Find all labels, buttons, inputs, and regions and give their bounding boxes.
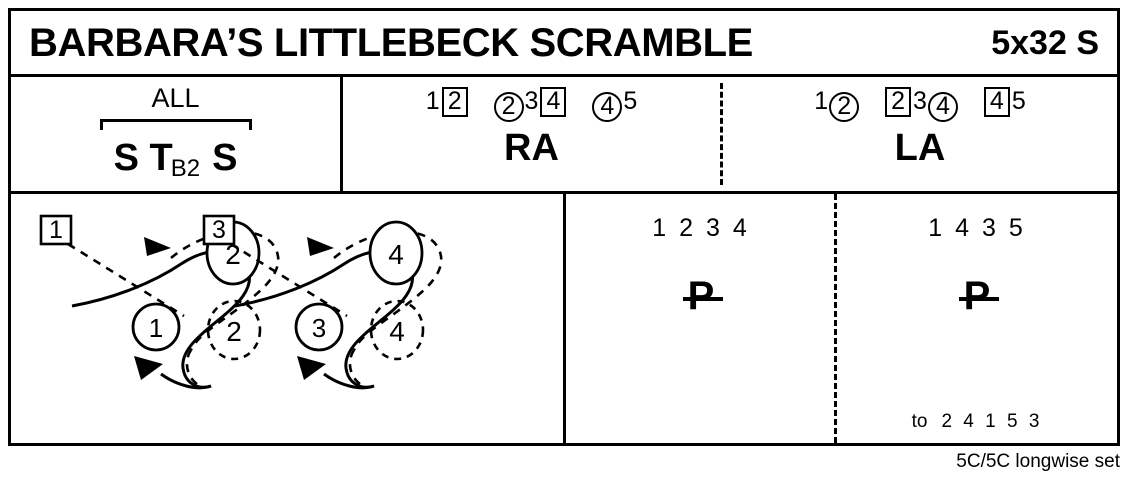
set-type-note: 5C/5C longwise set [956, 451, 1120, 472]
position-token: 3 [913, 87, 927, 115]
bar-cell-poussette-1: 1 2 3 4 P [566, 194, 836, 443]
lady-arrowhead [307, 237, 334, 256]
lady-4-circle-ghost [369, 299, 425, 361]
lady-4-circle-top [368, 220, 424, 286]
lady-arrowhead [144, 237, 171, 256]
bars-row-2: 1 2 1 2 [11, 194, 1117, 443]
man-1-square-label: 1 [49, 216, 63, 244]
position-token-boxed: 4 [983, 87, 1010, 117]
man-path-solid [234, 249, 414, 389]
position-token-circled: 4 [927, 92, 958, 122]
position-token: 5 [1011, 87, 1026, 115]
man-3-square-label: 3 [212, 216, 226, 244]
position-token-boxed: 2 [441, 87, 468, 117]
positions-poussette-1: 1 2 3 4 [652, 214, 750, 242]
final-order-line: to 2 4 1 5 3 [837, 412, 1117, 431]
position-token: 3 [524, 87, 539, 115]
lady-4-circle-ghost-label: 4 [389, 316, 405, 347]
lady-path-dashed [333, 230, 443, 351]
position-token: 1 [425, 87, 440, 115]
to-order: 2 4 1 5 3 [941, 411, 1043, 432]
row1-dashed-divider [720, 83, 723, 185]
page-title: BARBARA’S LITTLEBECK SCRAMBLE [29, 20, 753, 65]
man-1-circle [131, 302, 181, 352]
bar-cell-figures-of-eight: 1 2 1 2 [11, 194, 566, 443]
row2-dashed-divider [834, 194, 837, 443]
man-path-solid [71, 249, 251, 389]
figure-eight-3-4: 3 4 3 4 [202, 214, 443, 390]
lady-2-circle-ghost [206, 299, 262, 361]
bar-cell-poussette-2: 1 4 3 5 P to 2 4 1 5 3 [837, 194, 1117, 443]
man-arrowhead [297, 356, 326, 380]
position-token-circled: 2 [829, 92, 860, 122]
bar-cell-all-set-turn: ALL S TB2 S [11, 77, 343, 191]
all-formula-sub: B2 [170, 155, 201, 182]
lady-2-circle-ghost-label: 2 [226, 316, 242, 347]
all-formula-tail: S [212, 137, 238, 179]
title-bar: BARBARA’S LITTLEBECK SCRAMBLE 5x32 S [11, 11, 1117, 77]
position-token: 1 [814, 87, 829, 115]
position-token-boxed: 4 [540, 87, 567, 117]
man-start-connector-dashed [67, 242, 185, 318]
man-path-solid-tail [160, 372, 212, 390]
dance-crib-card: BARBARA’S LITTLEBECK SCRAMBLE 5x32 S ALL… [8, 8, 1120, 446]
poussette-letter: P [688, 274, 715, 318]
positions-poussette-2: 1 4 3 5 [928, 214, 1026, 242]
position-token-circled: 4 [592, 92, 623, 122]
formation-la: LA [894, 127, 946, 169]
man-start-connector-dashed [230, 242, 348, 318]
all-label: ALL [151, 83, 200, 113]
poussette-strike [958, 296, 1000, 301]
man-1-square [39, 214, 73, 246]
poussette-letter: P [964, 274, 991, 318]
position-token: 5 [623, 87, 638, 115]
formation-ra: RA [504, 127, 559, 169]
position-token-circled: 2 [493, 92, 524, 122]
man-1-circle-label: 1 [149, 313, 163, 343]
figure-of-eight-diagram: 1 2 1 2 [39, 214, 443, 390]
position-token-boxed: 2 [885, 87, 912, 117]
all-formula-lead: S T [113, 137, 173, 179]
lady-4-circle-top-label: 4 [388, 239, 404, 270]
to-word: to [911, 411, 928, 432]
man-3-square [202, 214, 236, 246]
man-arrowhead [134, 356, 163, 380]
poussette-symbol-1: P [566, 276, 836, 316]
man-path-solid-tail [323, 372, 375, 390]
all-formula: S TB2 S [11, 137, 340, 181]
dance-meta: 5x32 S [991, 23, 1099, 62]
all-bracket [99, 119, 252, 130]
man-3-circle [294, 302, 344, 352]
lady-path-dashed-tail [348, 349, 361, 386]
poussette-strike [682, 296, 724, 301]
figure-eight-1-2: 1 2 1 2 [39, 214, 280, 390]
man-3-circle-label: 3 [312, 313, 326, 343]
poussette-symbol-2: P [837, 276, 1117, 316]
lady-path-dashed-tail [185, 349, 198, 386]
